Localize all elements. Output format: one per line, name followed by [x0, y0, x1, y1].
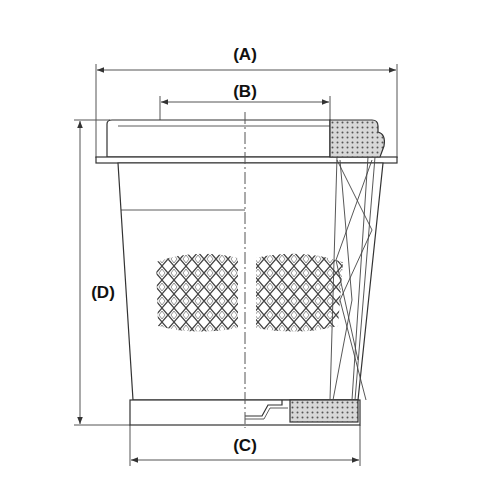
dimension-label: (C)	[231, 437, 259, 456]
dimension-label: (D)	[89, 284, 117, 303]
dimension-label: (B)	[231, 83, 259, 102]
dimension-label: (A)	[231, 46, 259, 65]
